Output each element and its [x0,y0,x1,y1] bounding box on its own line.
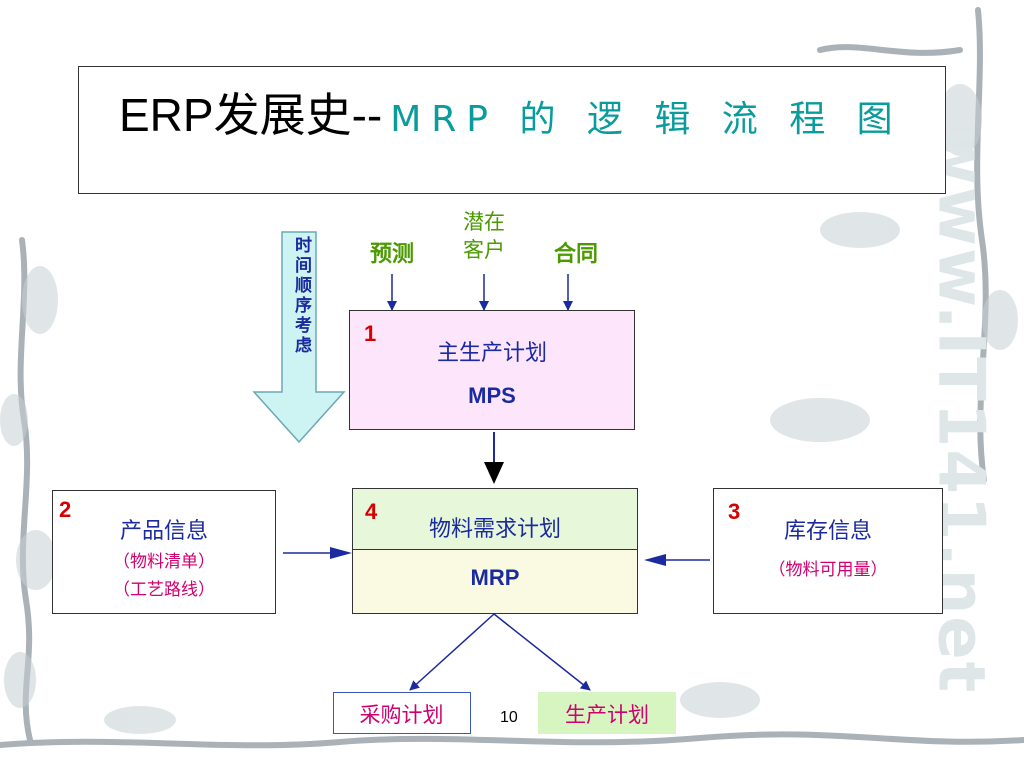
mps-name: 主生产计划 [436,341,547,366]
title-box: ERP发展史--MRP 的 逻 辑 流 程 图 [78,66,946,194]
potential-line2: 客户 [463,238,505,262]
slide-title: ERP发展史--MRP 的 逻 辑 流 程 图 [119,79,903,145]
mrp-number: 4 [365,499,378,524]
purchase-plan-box: 采购计划 [333,692,471,734]
product-bom: （物料清单） [113,552,215,572]
time-order-label: 时间顺序考虑 [291,236,311,356]
inventory-availability: （物料可用量） [768,560,888,580]
input-forecast: 预测 [369,241,414,267]
mrp-name: 物料需求计划 [428,517,561,542]
page-number: 10 [500,709,518,726]
mps-box: 1 主生产计划 MPS [349,310,635,430]
mps-abbr: MPS [468,383,516,408]
inventory-to-mrp-arrow [644,554,666,566]
product-to-mrp-arrow [330,547,352,559]
purchase-plan-label: 采购计划 [359,703,444,727]
mps-number: 1 [364,321,377,346]
product-number: 2 [59,497,72,522]
mps-to-mrp-arrow [484,462,504,484]
product-routing: （工艺路线） [113,580,215,600]
inventory-name: 库存信息 [783,519,872,544]
inventory-info-box: 3 库存信息 （物料可用量） [713,488,943,614]
title-sub: MRP 的 逻 辑 流 程 图 [390,99,903,140]
mrp-box: 4 物料需求计划 MRP [352,488,638,614]
input-contract: 合同 [553,241,598,267]
title-main: ERP发展史-- [119,89,383,141]
product-info-box: 2 产品信息 （物料清单） （工艺路线） [52,490,276,614]
production-plan-box: 生产计划 [538,692,676,734]
product-name: 产品信息 [119,519,208,544]
inventory-number: 3 [728,499,741,524]
mrp-abbr: MRP [470,565,520,590]
production-plan-label: 生产计划 [565,703,649,727]
mrp-header [353,489,637,550]
time-order-arrow [252,231,346,444]
input-potential-customer: 潜在 客户 [452,208,516,264]
potential-line1: 潜在 [463,210,505,234]
